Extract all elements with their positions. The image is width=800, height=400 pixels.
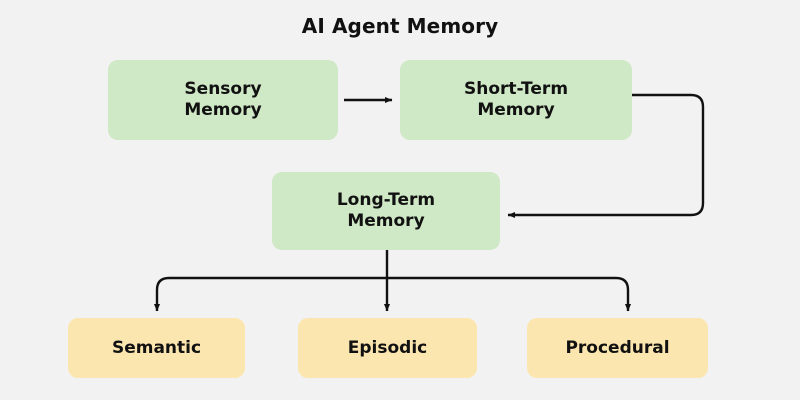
node-short-term-memory[interactable]: Short-Term Memory [400,60,632,140]
node-sensory-memory-label: Sensory Memory [184,79,262,120]
page-title: AI Agent Memory [301,14,499,38]
node-long-term-memory-label: Long-Term Memory [336,190,436,231]
node-procedural-label: Procedural [565,337,670,358]
node-episodic[interactable]: Episodic [298,318,477,378]
node-semantic-label: Semantic [111,337,202,358]
node-episodic-label: Episodic [347,337,428,358]
node-semantic[interactable]: Semantic [68,318,245,378]
edge-long-to-semantic [153,276,387,312]
edge-long-to-procedural [387,276,632,312]
node-sensory-memory[interactable]: Sensory Memory [108,60,338,140]
node-short-term-memory-label: Short-Term Memory [463,79,569,120]
node-procedural[interactable]: Procedural [527,318,708,378]
node-long-term-memory[interactable]: Long-Term Memory [272,172,500,250]
